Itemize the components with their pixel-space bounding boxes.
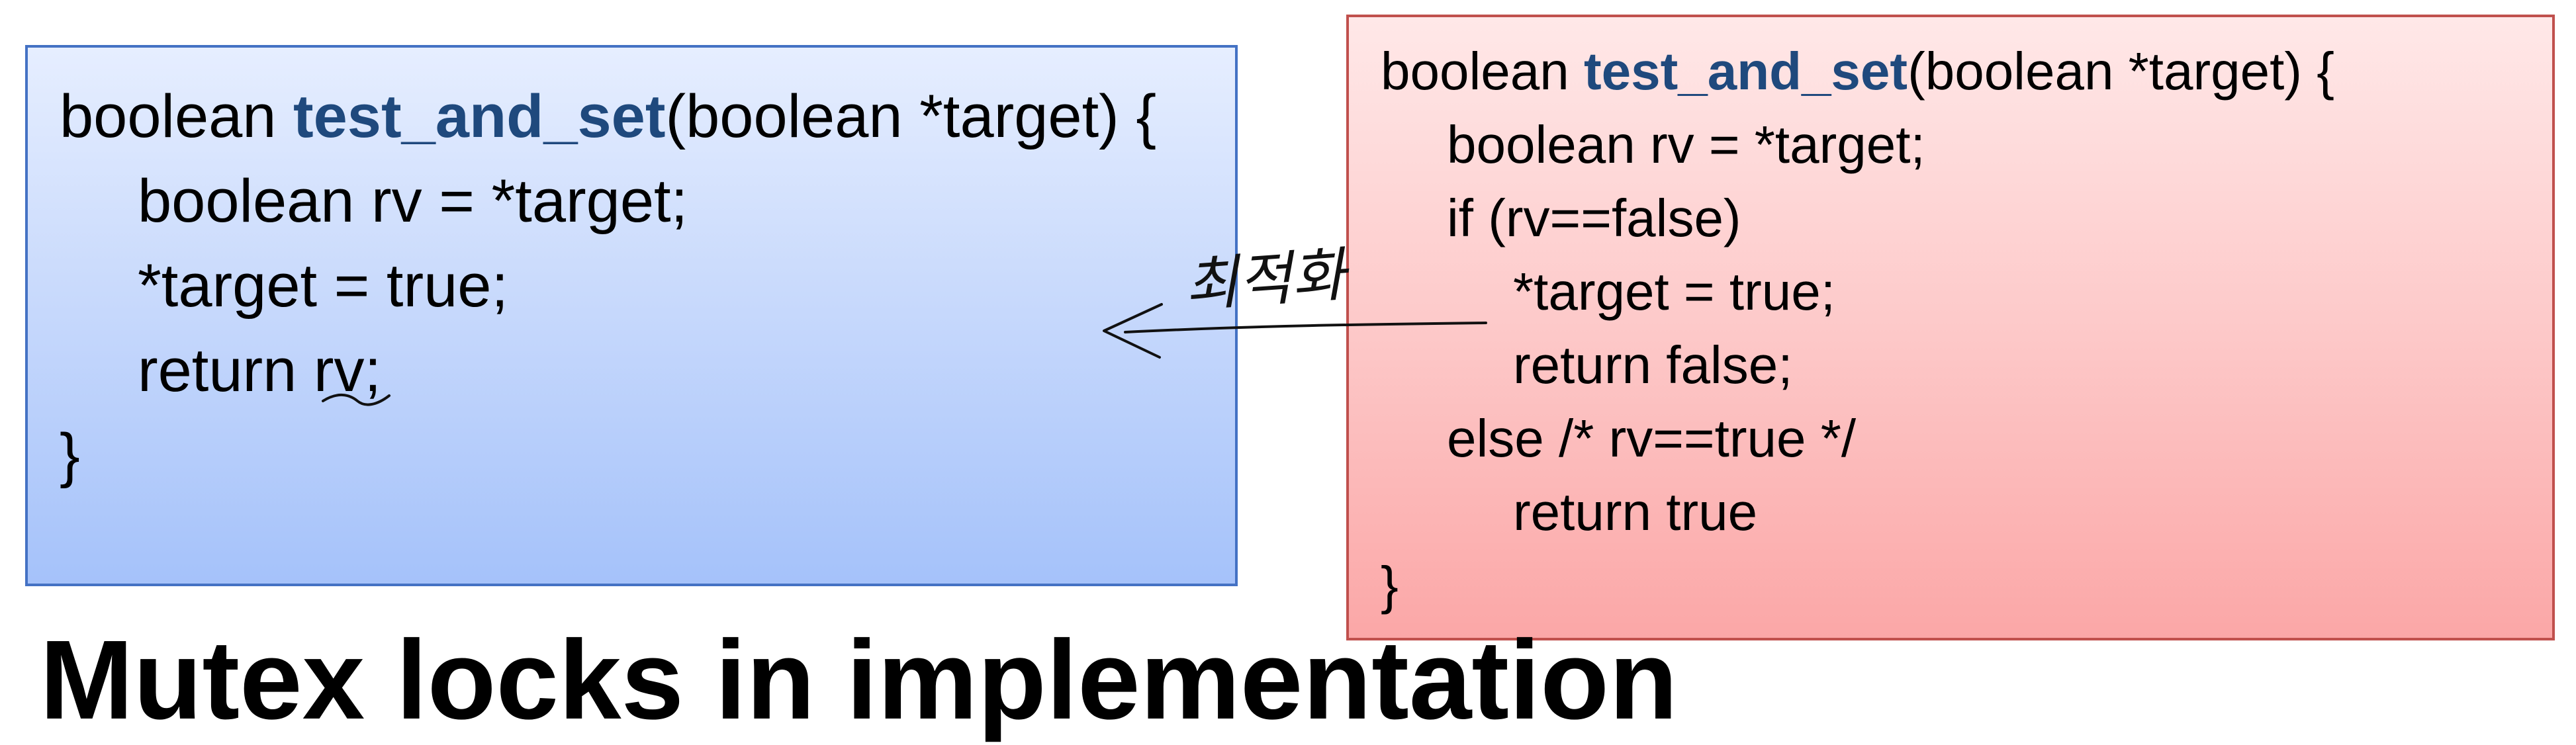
code-line: if (rv==false) (1447, 189, 1741, 247)
code-line: return false; (1513, 335, 1793, 394)
code-line: *target = true; (1513, 262, 1835, 321)
code-line-close: } (1381, 556, 1399, 615)
code-line: return true (1513, 482, 1758, 541)
code-line: boolean rv = *target; (138, 167, 688, 235)
code-line-signature: boolean test_and_set(boolean *target) { (1381, 42, 2334, 101)
code-line: boolean rv = *target; (1447, 115, 1925, 174)
code-line: else /* rv==true */ (1447, 409, 1857, 468)
squiggle-underline-icon (322, 394, 391, 406)
arrow-left-icon (1124, 322, 1487, 333)
code-line: *target = true; (138, 252, 508, 320)
arrowhead-icon (1103, 303, 1163, 359)
function-name: test_and_set (293, 83, 666, 150)
code-box-right: boolean test_and_set(boolean *target) { … (1346, 15, 2555, 640)
code-line: return rv; (138, 337, 382, 404)
handwritten-note: 최적화 (1182, 240, 1352, 320)
function-name: test_and_set (1583, 42, 1908, 101)
code-box-left: boolean test_and_set(boolean *target) { … (25, 45, 1238, 586)
code-line-signature: boolean test_and_set(boolean *target) { (60, 83, 1157, 150)
handwritten-annotation: 최적화 (322, 240, 1487, 406)
partial-slide-title: Mutex locks in implementation (40, 617, 1678, 743)
code-line-close: } (60, 421, 80, 489)
